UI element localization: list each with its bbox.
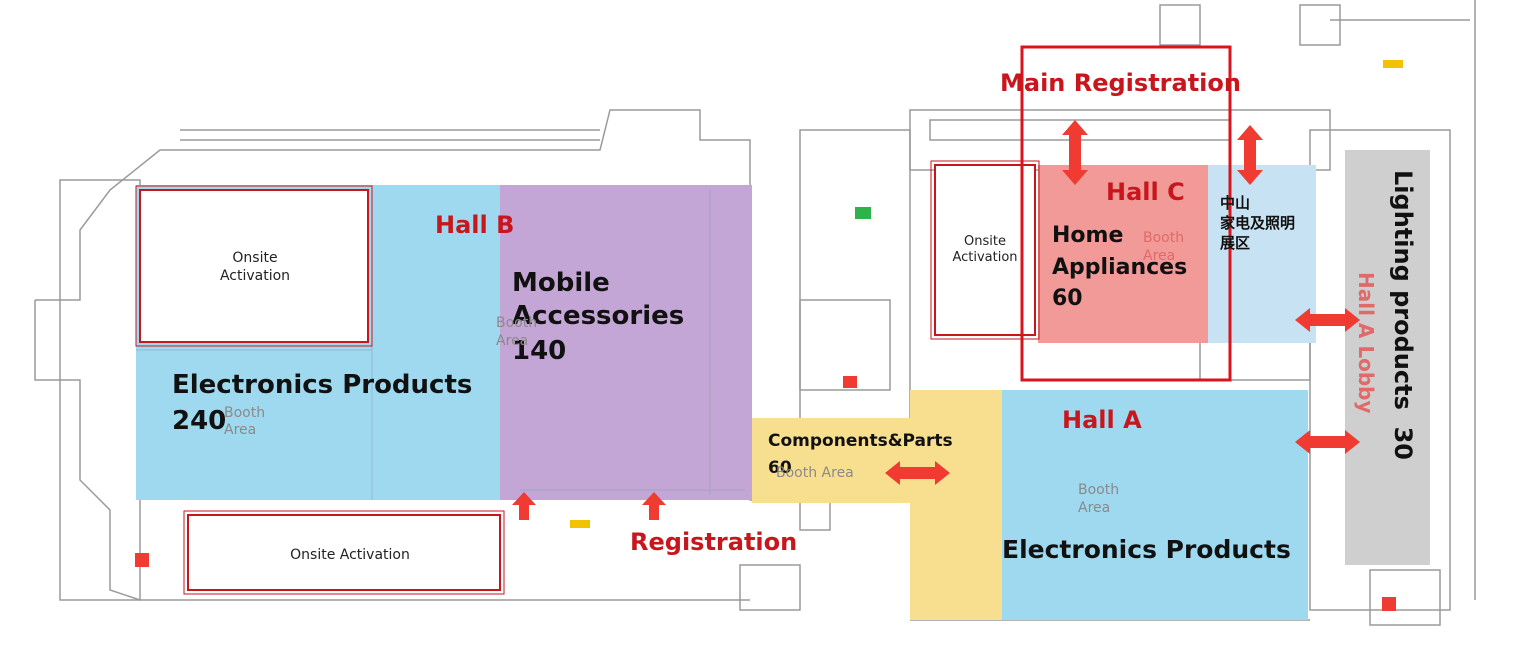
- zone-zhongshan: [1208, 165, 1316, 343]
- activation-outer-borders: [135, 160, 1040, 595]
- arrows: [512, 120, 1360, 520]
- zhongshan-line-1: 中山: [1220, 194, 1251, 212]
- lighting-value: 30: [1389, 426, 1418, 460]
- hall-a-lobby-label: Hall A Lobby: [1354, 272, 1378, 414]
- components-title: Components&Parts: [768, 431, 953, 451]
- mobile-value: 140: [512, 336, 567, 366]
- hall-b-label: Hall B: [435, 211, 515, 239]
- mobile-title-1: Mobile: [512, 268, 610, 298]
- activation-hall-c-line-2: Activation: [952, 250, 1018, 266]
- electronics-a-title: Electronics Products: [1002, 535, 1291, 564]
- double-arrow-icon: [1062, 120, 1088, 185]
- activation-hall-c: Onsite Activation: [940, 234, 1030, 267]
- exit-sign-icon: [135, 60, 1403, 611]
- electronics-b-value: 240: [172, 406, 227, 436]
- zone-lighting-products: [1345, 150, 1430, 565]
- activation-bottom: Onsite Activation: [290, 547, 410, 563]
- home-value: 60: [1052, 286, 1083, 311]
- double-arrow-icon: [1295, 308, 1360, 332]
- home-booth-2: Area: [1143, 248, 1176, 264]
- electronics-a-booth-1: Booth: [1078, 482, 1120, 498]
- activation-boxes: [139, 164, 1036, 591]
- components-booth: Booth Area: [776, 465, 854, 481]
- electronics-b-booth-2: Area: [224, 422, 257, 438]
- mobile-booth-2: Area: [496, 333, 529, 349]
- registration-label: Registration: [630, 528, 798, 556]
- electronics-a-booth-2: Area: [1078, 500, 1111, 516]
- activation-hall-c-line-1: Onsite: [964, 234, 1006, 249]
- electronics-b-title: Electronics Products: [172, 370, 473, 400]
- zhongshan-line-3: 展区: [1220, 234, 1251, 252]
- components-value: 60: [768, 458, 792, 478]
- activation-top-left-line-2: Activation: [219, 267, 291, 284]
- zone-home-appliances: [1038, 165, 1208, 343]
- double-arrow-icon: [1295, 430, 1360, 454]
- hall-c-label: Hall C: [1106, 178, 1185, 206]
- home-title-2: Appliances: [1052, 255, 1188, 280]
- home-title-1: Home: [1052, 223, 1124, 248]
- zone-components-extension: [910, 390, 1002, 620]
- home-booth-1: Booth: [1143, 230, 1185, 246]
- double-arrow-icon: [885, 461, 950, 485]
- main-registration-frame: [1020, 45, 1232, 382]
- electronics-b-booth-1: Booth: [224, 405, 266, 421]
- up-arrow-icon: [642, 492, 666, 520]
- activation-top-left: Onsite Activation: [200, 250, 310, 285]
- mobile-booth-1: Booth: [496, 315, 538, 331]
- zone-components-parts: [752, 418, 910, 503]
- double-arrow-icon: [1237, 125, 1263, 185]
- mobile-title-2: Accessories: [512, 301, 685, 331]
- up-arrow-icon: [512, 492, 536, 520]
- hall-a-label: Hall A: [1062, 406, 1142, 434]
- activation-top-left-line-1: Onsite: [232, 250, 278, 266]
- lighting-title: Lighting products 30: [1389, 170, 1418, 460]
- building-outline: [34, 0, 1476, 626]
- main-registration-label: Main Registration: [1000, 69, 1241, 97]
- zhongshan-line-2: 家电及照明: [1220, 214, 1296, 232]
- lighting-title-text: Lighting products: [1389, 170, 1418, 410]
- zone-electronics-hall-a: [1002, 390, 1308, 620]
